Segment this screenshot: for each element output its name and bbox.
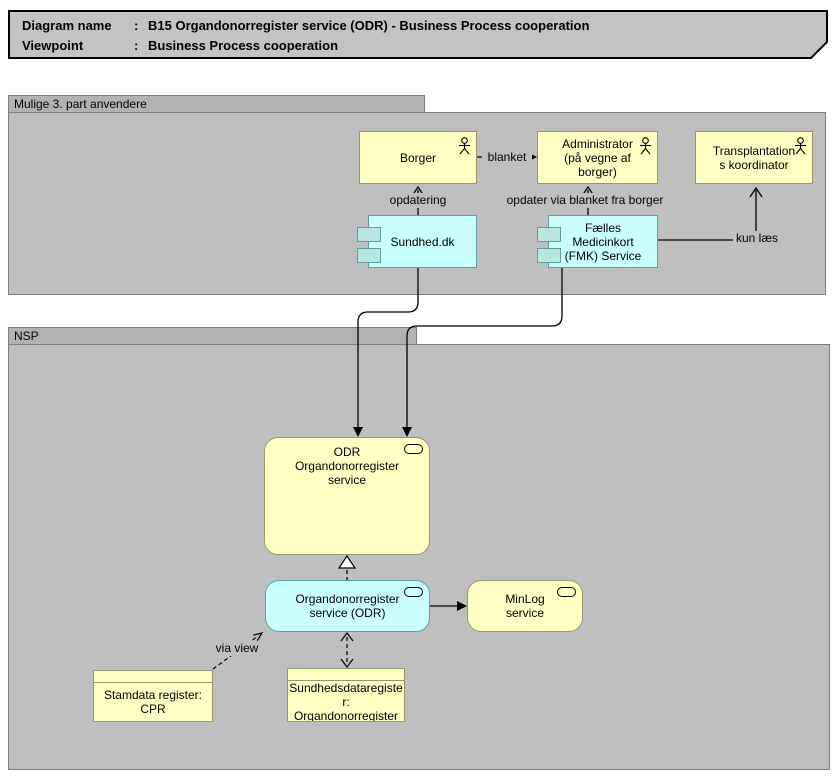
node-minlog-service[interactable]: MinLog service: [467, 580, 583, 632]
actor-icon: [458, 137, 471, 155]
node-label: service: [505, 606, 544, 620]
node-label: Transplantation: [712, 143, 796, 158]
diagram-title-note[interactable]: Diagram name : B15 Organdonorregister se…: [8, 10, 828, 59]
title-row-sep: :: [134, 18, 139, 33]
component-icon: [357, 248, 381, 263]
node-label: r:: [342, 695, 350, 709]
group-third-party-label: Mulige 3. part anvendere: [14, 97, 147, 111]
node-fmk-service[interactable]: Fælles Medicinkort (FMK) Service: [537, 215, 658, 268]
node-label: Organdonorregister: [295, 592, 400, 606]
node-label: (FMK) Service: [564, 248, 642, 263]
note-shape: [8, 10, 828, 59]
node-label: Medicinkort: [572, 234, 634, 249]
node-label: borger): [578, 164, 617, 179]
node-odr-organdonorregister-service[interactable]: ODR Organdonorregister service: [264, 437, 430, 555]
object-text: Stamdata register: CPR: [94, 683, 212, 721]
diagram-name-value: B15 Organdonorregister service (ODR) - B…: [148, 18, 590, 33]
node-borger[interactable]: Borger: [359, 131, 477, 184]
object-text: Sundhedsdataregiste r: Organdonorregiste…: [288, 681, 404, 722]
title-row-label: Diagram name: [22, 18, 112, 33]
diagram-title-text: Diagram name : B15 Organdonorregister se…: [22, 16, 589, 56]
node-transplantations-koordinator[interactable]: Transplantation s koordinator: [695, 131, 813, 184]
node-label: service: [327, 473, 366, 487]
node-label: s koordinator: [719, 157, 789, 172]
service-icon: [557, 587, 576, 597]
node-label: Organdonorregister: [293, 709, 399, 722]
node-label: ODR: [333, 445, 361, 459]
node-sundhed-dk[interactable]: Sundhed.dk: [357, 215, 477, 268]
node-label: CPR: [140, 702, 166, 716]
node-label: (på vegne af: [564, 150, 631, 165]
node-stamdata-register-cpr[interactable]: Stamdata register: CPR: [93, 670, 213, 722]
object-header-band: [288, 669, 404, 681]
node-label: Sundhed.dk: [390, 234, 455, 249]
group-third-party-tab[interactable]: Mulige 3. part anvendere: [8, 95, 425, 113]
node-organdonorregister-service-odr[interactable]: Organdonorregister service (ODR): [265, 580, 430, 632]
node-label: Administrator: [562, 136, 633, 151]
viewpoint-value: Business Process cooperation: [148, 38, 339, 53]
service-icon: [404, 587, 423, 597]
group-nsp-tab[interactable]: NSP: [8, 327, 417, 345]
actor-icon: [794, 137, 807, 155]
node-administrator[interactable]: Administrator (på vegne af borger): [537, 131, 658, 184]
title-row-sep: :: [134, 38, 139, 53]
node-label: Organdonorregister: [294, 459, 400, 473]
edge-label-via-view: via view: [214, 641, 260, 656]
node-sundhedsdataregister-organdonorregister[interactable]: Sundhedsdataregiste r: Organdonorregiste…: [287, 668, 405, 722]
title-row-label: Viewpoint: [22, 38, 84, 53]
component-icon: [537, 227, 561, 242]
edge-label-kun-laes: kun læs: [733, 231, 781, 246]
node-label: Stamdata register:: [103, 688, 203, 702]
actor-icon: [639, 137, 652, 155]
node-label: Borger: [399, 150, 437, 165]
node-label: Sundhedsdataregiste: [289, 681, 403, 695]
object-header-band: [94, 671, 212, 683]
service-icon: [404, 444, 423, 454]
edge-label-blanket: blanket: [482, 150, 532, 165]
component-icon: [357, 227, 381, 242]
node-label: MinLog: [505, 592, 545, 606]
edge-label-opdater-via-blanket: opdater via blanket fra borger: [506, 193, 664, 208]
node-label: service (ODR): [309, 606, 386, 620]
component-icon: [537, 248, 561, 263]
edge-label-opdatering: opdatering: [382, 193, 454, 208]
node-label: Fælles: [584, 220, 621, 235]
group-nsp-label: NSP: [14, 329, 39, 343]
